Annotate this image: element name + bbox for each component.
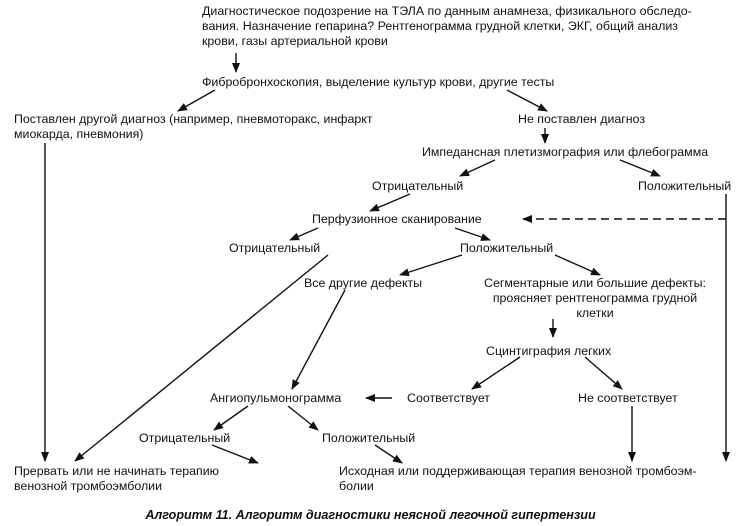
- node-impedance-positive: Положительный: [638, 179, 732, 193]
- node-matches: Соответствует: [407, 391, 490, 405]
- node-start: Диагностическое подозрение на ТЭЛА по да…: [202, 4, 692, 48]
- arrow-impedance-to-neg: [459, 159, 496, 177]
- arrow-scint-to-match: [471, 356, 521, 390]
- arrow-bronch-to-other-dx: [177, 89, 216, 112]
- arrow-angio-to-neg: [213, 405, 249, 431]
- arrow-perf-neg-to-stop: [74, 254, 329, 462]
- node-angio-negative: Отрицательный: [139, 431, 231, 445]
- arrow-angio-pos-to-therapy: [374, 444, 403, 464]
- arrow-imp-neg-to-perfusion: [369, 193, 411, 212]
- node-does-not-match: Не соответствует: [578, 391, 678, 405]
- node-other-defects: Все другие дефекты: [304, 276, 423, 290]
- figure-caption: Алгоритм 11. Алгоритм диагностики неясно…: [145, 508, 596, 522]
- node-therapy: Исходная или поддерживающая терапия вено…: [339, 464, 697, 493]
- node-lung-scintigraphy: Сцинтиграфия легких: [486, 344, 612, 358]
- arrow-perfusion-to-pos: [454, 227, 491, 241]
- node-bronchoscopy: Фибробронхоскопия, выделение культур кро…: [202, 75, 555, 89]
- node-angio-positive: Положительный: [322, 431, 416, 445]
- node-perfusion-negative: Отрицательный: [229, 241, 321, 255]
- node-perfusion-positive: Положительный: [460, 241, 554, 255]
- node-segmental-defects: Сегментарные или большие дефекты: проясн…: [484, 276, 706, 320]
- arrow-other-defects-to-angio: [291, 289, 346, 390]
- node-no-diagnosis: Не поставлен диагноз: [518, 112, 646, 126]
- node-stop-therapy: Прервать или не начинать терапию венозно…: [14, 464, 219, 493]
- arrow-scint-to-mismatch: [584, 356, 623, 390]
- arrow-impedance-to-pos: [619, 159, 661, 177]
- arrow-perf-pos-to-segmental: [554, 254, 601, 276]
- arrow-perfusion-to-neg: [289, 227, 319, 241]
- node-impedance: Импедансная плетизмография или флебограм…: [422, 145, 709, 159]
- arrow-perf-pos-to-other-defects: [399, 254, 463, 277]
- arrow-angio-to-pos: [287, 405, 319, 431]
- arrow-angio-neg-to-therapy: [211, 444, 259, 464]
- node-perfusion-scan: Перфузионное сканирование: [312, 212, 482, 226]
- node-impedance-negative: Отрицательный: [372, 179, 464, 193]
- node-angiopulmonography: Ангиопульмонограмма: [210, 391, 342, 405]
- arrow-bronch-to-no-dx: [506, 89, 548, 112]
- node-other-diagnosis: Поставлен другой диагноз (например, пнев…: [14, 112, 373, 141]
